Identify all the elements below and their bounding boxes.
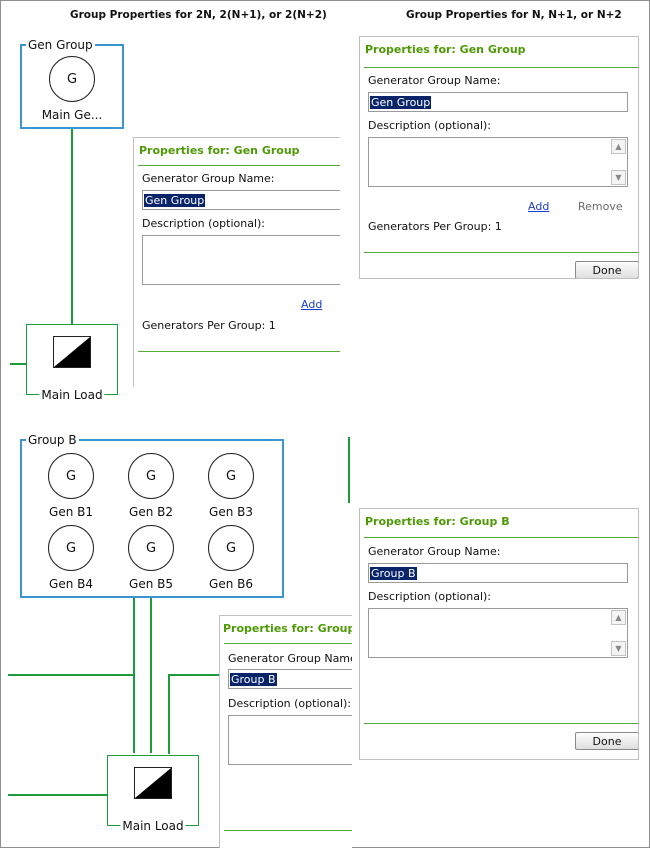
connector-line bbox=[348, 437, 350, 503]
description-textarea[interactable]: ▲ ▼ bbox=[368, 608, 628, 658]
generator-name: Gen B1 bbox=[49, 505, 93, 519]
panel-title: Properties for: Group B bbox=[365, 515, 510, 528]
description-label: Description (optional): bbox=[368, 119, 492, 132]
generator-icon: G bbox=[128, 453, 174, 499]
main-load-box[interactable]: Main Load bbox=[26, 324, 118, 403]
panel-title: Properties for: Group B bbox=[223, 622, 352, 635]
generator-name: Gen B6 bbox=[209, 577, 253, 591]
group-name-input[interactable]: Group B bbox=[228, 669, 352, 689]
generator-icon: G bbox=[49, 56, 95, 102]
scroll-down-icon[interactable]: ▼ bbox=[611, 641, 626, 656]
remove-link[interactable]: Remove bbox=[578, 200, 623, 213]
generator-b4[interactable]: G Gen B4 bbox=[31, 525, 111, 591]
group-name-value: Gen Group bbox=[144, 194, 206, 207]
group-label: Group B bbox=[26, 432, 79, 448]
generator-b3[interactable]: G Gen B3 bbox=[191, 453, 271, 519]
generators-per-group: Generators Per Group: 1 bbox=[368, 220, 502, 233]
description-label: Description (optional): bbox=[142, 217, 266, 230]
divider bbox=[364, 252, 638, 253]
generators-per-group: Generators Per Group: 1 bbox=[142, 319, 276, 332]
generator-icon: G bbox=[48, 453, 94, 499]
generator-name: Gen B4 bbox=[49, 577, 93, 591]
header-left: Group Properties for 2N, 2(N+1), or 2(N+… bbox=[70, 9, 327, 21]
group-name-label: Generator Group Name: bbox=[228, 652, 352, 665]
description-textarea[interactable] bbox=[228, 715, 352, 765]
properties-panel-group-b-right: Properties for: Group B Generator Group … bbox=[359, 508, 639, 760]
header-right: Group Properties for N, N+1, or N+2 bbox=[406, 9, 622, 21]
group-name-value: Group B bbox=[230, 673, 277, 686]
generator-icon: G bbox=[48, 525, 94, 571]
panel-title: Properties for: Gen Group bbox=[365, 43, 526, 56]
generator-b2[interactable]: G Gen B2 bbox=[111, 453, 191, 519]
group-name-label: Generator Group Name: bbox=[368, 545, 501, 558]
description-textarea[interactable]: ▲ ▼ bbox=[368, 137, 628, 187]
done-button[interactable]: Done bbox=[575, 732, 638, 750]
divider bbox=[224, 830, 352, 831]
group-name-label: Generator Group Name: bbox=[368, 74, 501, 87]
load-icon bbox=[134, 767, 172, 799]
group-name-label: Generator Group Name: bbox=[142, 172, 275, 185]
add-link[interactable]: Add bbox=[528, 200, 550, 213]
generator-main[interactable]: G Main Ge... bbox=[28, 56, 116, 122]
generator-b5[interactable]: G Gen B5 bbox=[111, 525, 191, 591]
scroll-down-icon[interactable]: ▼ bbox=[611, 170, 626, 185]
divider bbox=[364, 537, 638, 538]
group-b-box[interactable]: Group B G Gen B1 G Gen B2 G Gen B3 G Gen… bbox=[20, 432, 284, 598]
group-name-input[interactable]: Gen Group bbox=[368, 92, 628, 112]
generator-icon: G bbox=[208, 453, 254, 499]
connector-line bbox=[71, 128, 73, 325]
generator-icon: G bbox=[128, 525, 174, 571]
generator-icon: G bbox=[208, 525, 254, 571]
connector-line bbox=[8, 674, 135, 676]
generator-b6[interactable]: G Gen B6 bbox=[191, 525, 271, 591]
add-link[interactable]: Add bbox=[301, 298, 323, 311]
generator-name: Gen B5 bbox=[129, 577, 173, 591]
panel-title: Properties for: Gen Group bbox=[139, 144, 300, 157]
divider bbox=[364, 723, 638, 724]
divider bbox=[138, 351, 340, 352]
group-name-value: Group B bbox=[370, 567, 417, 580]
divider bbox=[224, 643, 352, 644]
connector-line bbox=[8, 794, 108, 796]
divider bbox=[364, 67, 638, 68]
generator-name: Main Ge... bbox=[41, 108, 103, 122]
properties-panel-gen-group-left: Properties for: Gen Group Generator Grou… bbox=[133, 137, 340, 387]
group-name-input[interactable]: Gen Group bbox=[142, 190, 340, 210]
scroll-up-icon[interactable]: ▲ bbox=[611, 139, 626, 154]
description-label: Description (optional): bbox=[228, 697, 352, 710]
done-button[interactable]: Done bbox=[575, 261, 638, 278]
group-name-value: Gen Group bbox=[370, 96, 432, 109]
load-icon bbox=[53, 336, 91, 368]
load-label: Main Load bbox=[120, 818, 186, 834]
properties-panel-gen-group-right: Properties for: Gen Group Generator Grou… bbox=[359, 36, 639, 279]
group-name-input[interactable]: Group B bbox=[368, 563, 628, 583]
description-label: Description (optional): bbox=[368, 590, 492, 603]
generator-b1[interactable]: G Gen B1 bbox=[31, 453, 111, 519]
connector-line bbox=[150, 597, 152, 753]
gen-group-box[interactable]: Gen Group G Main Ge... bbox=[20, 37, 124, 129]
main-load-box[interactable]: Main Load bbox=[107, 755, 199, 834]
generator-name: Gen B2 bbox=[129, 505, 173, 519]
generator-name: Gen B3 bbox=[209, 505, 253, 519]
properties-panel-group-b-left: Properties for: Group B Generator Group … bbox=[219, 615, 352, 848]
description-textarea[interactable] bbox=[142, 235, 340, 285]
load-label: Main Load bbox=[39, 387, 105, 403]
scroll-up-icon[interactable]: ▲ bbox=[611, 610, 626, 625]
divider bbox=[138, 165, 340, 166]
group-label: Gen Group bbox=[26, 37, 95, 53]
connector-line bbox=[10, 363, 26, 365]
connector-line bbox=[168, 674, 170, 754]
connector-line bbox=[168, 674, 220, 676]
